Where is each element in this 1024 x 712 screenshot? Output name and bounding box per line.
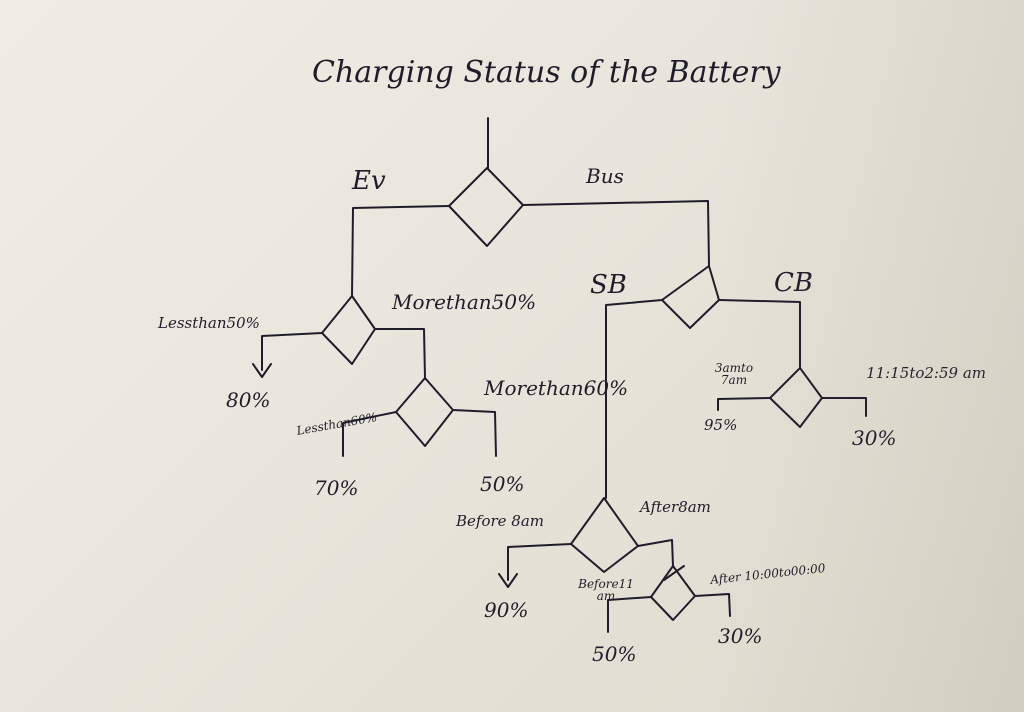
- sb-left-arrow: [498, 573, 518, 588]
- ev-more-label: Morethan50%: [392, 290, 537, 314]
- cb-label: CB: [774, 268, 813, 298]
- sb-left-connector: [507, 543, 572, 581]
- cb-left-connector: [717, 397, 771, 411]
- sb-right-label: After8am: [640, 498, 711, 516]
- cb-left-label: 3amto 7am: [714, 361, 754, 387]
- ev-sub-decision-diamond: [395, 377, 454, 447]
- cb-connector: [718, 299, 801, 369]
- diagram-title: Charging Status of the Battery: [312, 55, 781, 90]
- sb-sub-left-result: 50%: [592, 642, 637, 666]
- ev-more-connector: [374, 328, 426, 379]
- sb-right-connector: [637, 539, 674, 567]
- bus-connector: [522, 200, 710, 267]
- ev-sub-more-result: 50%: [480, 472, 525, 496]
- ev-sub-less-result: 70%: [314, 476, 359, 500]
- ev-less-result: 80%: [226, 388, 271, 412]
- ev-sub-less-connector: [342, 411, 397, 457]
- sb-sub-decision-diamond: [650, 565, 696, 621]
- ev-decision-diamond: [321, 295, 376, 365]
- sb-decision-diamond: [570, 497, 639, 573]
- ev-less-connector: [261, 332, 323, 371]
- sb-sub-left-label: Before11 am: [578, 577, 634, 603]
- bus-decision-diamond: [661, 265, 720, 329]
- ev-label: Ev: [352, 166, 386, 196]
- bus-label: Bus: [586, 164, 624, 188]
- sb-sub-right-result: 30%: [718, 624, 763, 648]
- sb-left-result: 90%: [484, 598, 529, 622]
- cb-right-label: 11:15to2:59 am: [866, 364, 986, 382]
- sb-left-label: Before 8am: [456, 512, 545, 530]
- ev-connector: [351, 205, 450, 297]
- sb-sub-tick: [663, 565, 685, 581]
- sb-sub-left-connector: [607, 596, 652, 633]
- ev-less-label: Lessthan50%: [158, 314, 260, 332]
- cb-left-result: 95%: [704, 416, 738, 434]
- cb-decision-diamond: [769, 367, 823, 428]
- ev-sub-more-label: Morethan60%: [484, 376, 629, 400]
- ev-sub-more-connector: [452, 409, 497, 457]
- cb-right-result: 30%: [852, 426, 897, 450]
- root-decision-diamond: [448, 167, 524, 247]
- sb-sub-right-connector: [694, 593, 731, 617]
- sb-label: SB: [590, 270, 627, 300]
- sb-connector: [605, 299, 663, 499]
- cb-right-connector: [821, 397, 867, 417]
- ev-less-arrow: [252, 363, 272, 378]
